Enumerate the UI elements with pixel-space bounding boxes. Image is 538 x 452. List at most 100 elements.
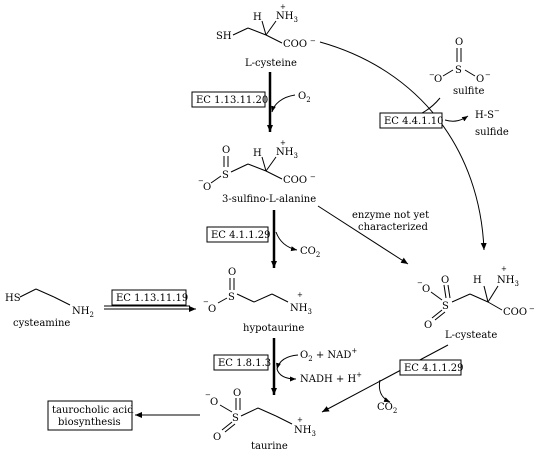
hypotaurine-s: S xyxy=(228,292,235,303)
arrow-nadh-out xyxy=(276,368,297,382)
bond xyxy=(219,404,233,413)
o2-label: O2 xyxy=(298,91,311,104)
cysteamine-hs: HS xyxy=(5,293,21,304)
bond xyxy=(430,291,443,301)
cysteine-name: L-cysteine xyxy=(245,58,297,69)
enzyme-box xyxy=(213,354,269,371)
bond xyxy=(253,293,273,303)
bond xyxy=(221,421,233,431)
bond xyxy=(247,163,267,172)
sulfite-o-right: O xyxy=(476,74,484,85)
hypotaurine-o-top: O xyxy=(228,267,236,278)
sulfinoalanine-name: 3-sulfino-L-alanine xyxy=(222,194,316,205)
bond xyxy=(236,293,255,303)
enzyme-box xyxy=(111,289,187,306)
hypotaurine-minus: − xyxy=(203,298,209,306)
bond xyxy=(232,27,249,36)
cysteate-o-top: O xyxy=(441,275,449,286)
cysteate-minus: − xyxy=(417,279,423,287)
cysteate-name: L-cysteate xyxy=(445,330,497,341)
enzyme-label: EC 4.1.1.29 xyxy=(211,230,270,241)
bond xyxy=(265,156,277,172)
enzyme-label: EC 4.4.1.10 xyxy=(384,116,443,127)
hypotaurine-nh3: NH3 xyxy=(290,303,312,316)
product-box xyxy=(47,400,133,431)
enzyme-box-ec-1-8-1-3: EC 1.8.1.3 xyxy=(213,354,271,371)
enzyme-label: EC 1.13.11.20 xyxy=(196,95,268,106)
arrow-co2-out-b xyxy=(378,379,391,403)
taurine-minus: − xyxy=(205,391,211,399)
co2-label-b: CO2 xyxy=(377,402,397,415)
cysteine-nh3-label: NH3 xyxy=(276,11,298,24)
hypotaurine-name: hypotaurine xyxy=(243,323,304,334)
bond xyxy=(275,415,293,425)
enzyme-box xyxy=(399,359,462,376)
cysteamine-structure: HS NH2 cysteamine xyxy=(5,288,94,329)
arrow-o2-nad-in xyxy=(276,354,299,370)
sulfinoalanine-plus: + xyxy=(280,139,286,147)
bond xyxy=(434,311,446,321)
cysteate-coo-minus: − xyxy=(529,305,535,313)
bond xyxy=(464,69,476,77)
bond xyxy=(451,293,471,303)
bond xyxy=(265,34,283,44)
arrow-co2-out-a xyxy=(275,231,298,252)
bond xyxy=(247,27,267,36)
bond xyxy=(210,175,222,184)
sulfinoalanine-nh3: NH3 xyxy=(276,147,298,160)
arrow-cysteate-to-taurine xyxy=(321,344,449,413)
arrow-o2-in xyxy=(271,94,296,113)
sulfinoalanine-coo: COO xyxy=(283,175,307,186)
bond xyxy=(447,284,451,299)
arrow-hs-out xyxy=(444,115,469,122)
sulfite-structure: O S − O O − sulfite xyxy=(429,37,491,97)
taurine-structure: − O S O O + NH3 taurine xyxy=(205,388,316,452)
sulfite-o-left: O xyxy=(434,74,442,85)
enzyme-box-ec-4-4-1-10: EC 4.4.1.10 xyxy=(379,112,443,129)
bond xyxy=(442,69,454,77)
bond xyxy=(265,170,283,180)
cysteate-structure: − O S O O H NH3 + COO − L-cysteate xyxy=(417,265,535,341)
sulfite-minus-left: − xyxy=(429,71,435,79)
sulfinoalanine-o-minus: O xyxy=(203,182,211,193)
taurine-nh3: NH3 xyxy=(294,425,316,438)
bond xyxy=(217,297,228,304)
bond xyxy=(19,288,37,298)
taurine-o-minus: O xyxy=(210,397,218,408)
bond xyxy=(483,285,489,303)
cysteate-h: H xyxy=(473,275,482,286)
sulfite-name: sulfite xyxy=(453,86,484,97)
cysteate-o-bottom: O xyxy=(424,320,432,331)
arrow-sulfinoalanine-to-cysteate xyxy=(317,205,409,265)
enzyme-label: EC 1.13.11.19 xyxy=(116,293,188,304)
hs-minus-label: H-S− xyxy=(475,107,500,121)
bond xyxy=(271,293,289,303)
bond xyxy=(261,20,267,36)
o2-nad-label: O2 + NAD+ xyxy=(300,347,357,363)
bond xyxy=(35,288,55,298)
sulfite-minus-right: − xyxy=(485,71,491,79)
taurocholic-line2: biosynthesis xyxy=(58,417,121,428)
enzyme-box-ec-1-13-11-19: EC 1.13.11.19 xyxy=(111,289,188,306)
bond xyxy=(487,301,503,311)
cysteate-nh3: NH3 xyxy=(497,275,519,288)
enzyme-box-ec-4-1-1-29-a: EC 4.1.1.29 xyxy=(206,226,270,243)
enzyme-label: EC 4.1.1.29 xyxy=(404,363,463,374)
enzyme-box xyxy=(191,91,266,108)
enzyme-box xyxy=(379,112,443,129)
bond xyxy=(53,296,71,306)
unchar-note-line1: enzyme not yet xyxy=(352,210,429,221)
sulfinoalanine-coo-minus: − xyxy=(310,173,316,181)
bond xyxy=(469,293,489,303)
taurocholic-acid-box: taurocholic acid biosynthesis xyxy=(47,400,134,431)
enzyme-label: EC 1.8.1.3 xyxy=(218,358,271,369)
sulfide-name: sulfide xyxy=(475,127,509,138)
cysteamine-name: cysteamine xyxy=(13,318,70,329)
hypotaurine-plus: + xyxy=(297,291,303,299)
cysteine-coo-label: COO xyxy=(283,39,307,50)
sulfinoalanine-structure: O S − O H NH3 + COO − 3-sulfino-L-alanin… xyxy=(198,139,316,205)
enzyme-box-ec-1-13-11-20: EC 1.13.11.20 xyxy=(191,91,268,108)
bond xyxy=(443,284,447,299)
cysteine-h-label: H xyxy=(253,12,262,23)
cysteate-plus: + xyxy=(501,265,507,273)
